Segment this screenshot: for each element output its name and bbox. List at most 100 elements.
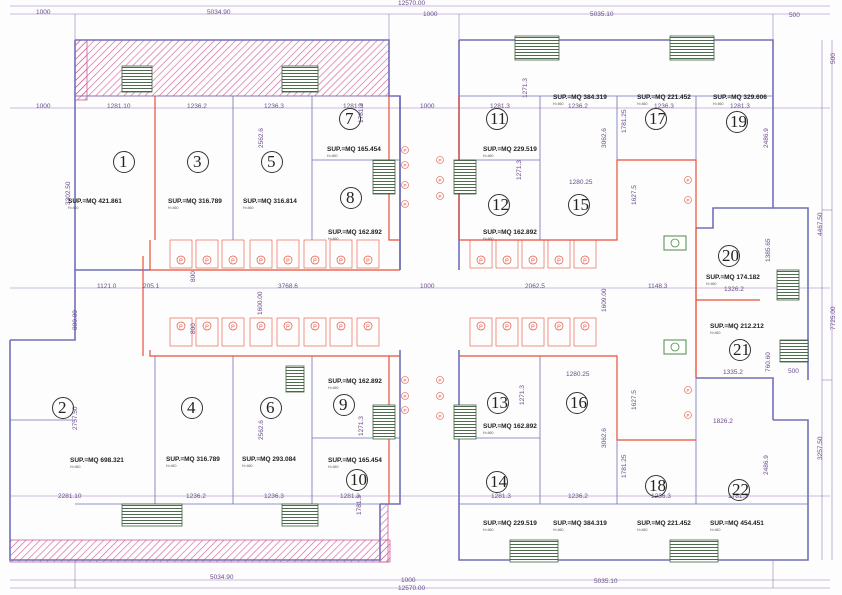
unit-area-13: SUP.=MQ 162.892 xyxy=(483,423,537,430)
unit-circle xyxy=(488,194,510,216)
parking-bay xyxy=(221,317,245,347)
unit-circle xyxy=(486,471,508,493)
dim-v-1731: 1271.3 xyxy=(522,78,529,98)
unit-height-13: H=460 xyxy=(483,431,494,435)
parking-symbol: P xyxy=(403,163,406,168)
parking-symbol: P xyxy=(179,324,183,330)
parking-symbol: P xyxy=(438,178,441,183)
dim-right-small: 500 xyxy=(788,368,799,375)
parking-bay xyxy=(195,317,219,347)
parking-bay xyxy=(329,317,353,347)
unit-area-5: SUP.=MQ 316.814 xyxy=(243,198,297,205)
parking-symbol-circle xyxy=(436,376,444,384)
building-wall xyxy=(10,270,76,341)
unit-area-20: SUP.=MQ 174.182 xyxy=(706,274,760,281)
unit-number-5: 5 xyxy=(261,151,283,173)
unit-height-12: H=460 xyxy=(483,237,494,241)
parking-bay xyxy=(521,239,545,269)
dim-street-center: 1000 xyxy=(420,283,435,290)
unit-area-21: SUP.=MQ 212.212 xyxy=(710,323,764,330)
parking-symbol: P xyxy=(531,258,535,264)
parking-symbol-circle xyxy=(256,255,266,265)
fire-walls xyxy=(142,96,760,504)
stairs xyxy=(121,35,809,563)
hatched-canopy xyxy=(9,539,391,563)
unit-circle xyxy=(181,397,203,419)
dim-v-2562-bottom: 2562.6 xyxy=(258,420,265,440)
unit-height-9: H=460 xyxy=(328,386,339,390)
parking-bay xyxy=(469,317,493,347)
parking-symbol: P xyxy=(686,178,689,183)
parking-symbol-circle xyxy=(202,255,212,265)
unit-height-20: H=460 xyxy=(706,282,717,286)
parking-symbol: P xyxy=(403,408,406,413)
dim-v-1385: 1385.65 xyxy=(765,238,772,263)
parking-symbol-circle xyxy=(684,176,692,184)
dim-v-800-bottom: 800 xyxy=(190,323,197,334)
dim-gap-top: 1000 xyxy=(423,11,438,18)
unit-height-7: H=460 xyxy=(327,154,338,158)
unit-circle xyxy=(339,108,361,130)
dim-row-bottom-left-3: 1236.3 xyxy=(264,493,284,500)
dim-row-bottom-left-2: 1236.2 xyxy=(186,493,206,500)
parking-symbol-circle xyxy=(436,412,444,420)
dim-row-top-left-3: 1236.3 xyxy=(264,103,284,110)
parking-symbol-circle xyxy=(580,255,590,265)
parking-symbol-circle xyxy=(401,146,409,154)
parking-bay xyxy=(195,239,219,269)
parking-symbol: P xyxy=(313,324,317,330)
parking-symbol: P xyxy=(403,148,406,153)
unit-number-18: 18 xyxy=(645,475,667,497)
dim-1280-25-bottom: 1280.25 xyxy=(566,371,590,378)
unit-height-1: H=460 xyxy=(68,206,79,210)
parking-symbol: P xyxy=(286,324,290,330)
dim-row-top-right-1: 1281.3 xyxy=(490,103,510,110)
unit-number-11: 11 xyxy=(486,108,508,130)
parking-symbol-circle xyxy=(476,255,486,265)
parking-bay xyxy=(303,239,327,269)
hatched-canopy xyxy=(74,39,88,101)
parking-bay xyxy=(521,317,545,347)
parking-symbol: P xyxy=(231,324,235,330)
dim-right-margin-top: 500 xyxy=(789,12,800,19)
dim-1335: 1335.2 xyxy=(723,369,743,376)
unit-number-14: 14 xyxy=(486,471,508,493)
unit-area-1: SUP.=MQ 421.861 xyxy=(68,198,122,205)
stair-core xyxy=(669,539,719,563)
dim-right-top-small: 500 xyxy=(830,53,837,64)
building-wall xyxy=(380,350,401,505)
unit-circle xyxy=(568,194,590,216)
fire-wall xyxy=(149,350,400,357)
dim-v-left-gap: 800.00 xyxy=(72,310,79,330)
parking-symbol: P xyxy=(366,258,370,264)
dim-mid-center: 1000 xyxy=(420,103,435,110)
unit-area-22: SUP.=MQ 454.451 xyxy=(710,520,764,527)
parking-symbol: P xyxy=(438,194,441,199)
unit-height-3: H=460 xyxy=(168,206,179,210)
parking-symbol-circle xyxy=(228,321,238,331)
parking-symbol-circle xyxy=(310,255,320,265)
unit-number-8: 8 xyxy=(340,187,362,209)
unit-circle xyxy=(333,394,355,416)
parking-symbol-circle xyxy=(256,321,266,331)
parking-symbol: P xyxy=(231,258,235,264)
parking-bay xyxy=(169,239,193,269)
unit-circle xyxy=(645,108,667,130)
dim-right-block-top: 5035.10 xyxy=(590,11,614,18)
unit-circle xyxy=(187,151,209,173)
unit-area-10: SUP.=MQ 165.454 xyxy=(328,457,382,464)
elevator-symbol xyxy=(670,238,680,248)
parking-symbol-circle xyxy=(401,200,409,208)
parking-symbol-circle xyxy=(502,321,512,331)
dim-overall-bottom: 12570.00 xyxy=(398,585,426,592)
unit-number-19: 19 xyxy=(726,111,748,133)
dim-v-1627-bottom: 1627.5 xyxy=(631,390,638,410)
parking-symbol: P xyxy=(259,258,263,264)
dim-row-bottom-right-1: 1281.3 xyxy=(491,493,511,500)
unit-number-12: 12 xyxy=(488,194,510,216)
dim-left-margin-top: 1000 xyxy=(36,9,51,16)
building-wall xyxy=(459,39,774,229)
stair-core xyxy=(669,35,715,61)
parking-symbol-circle xyxy=(528,255,538,265)
parking-symbol: P xyxy=(339,258,343,264)
